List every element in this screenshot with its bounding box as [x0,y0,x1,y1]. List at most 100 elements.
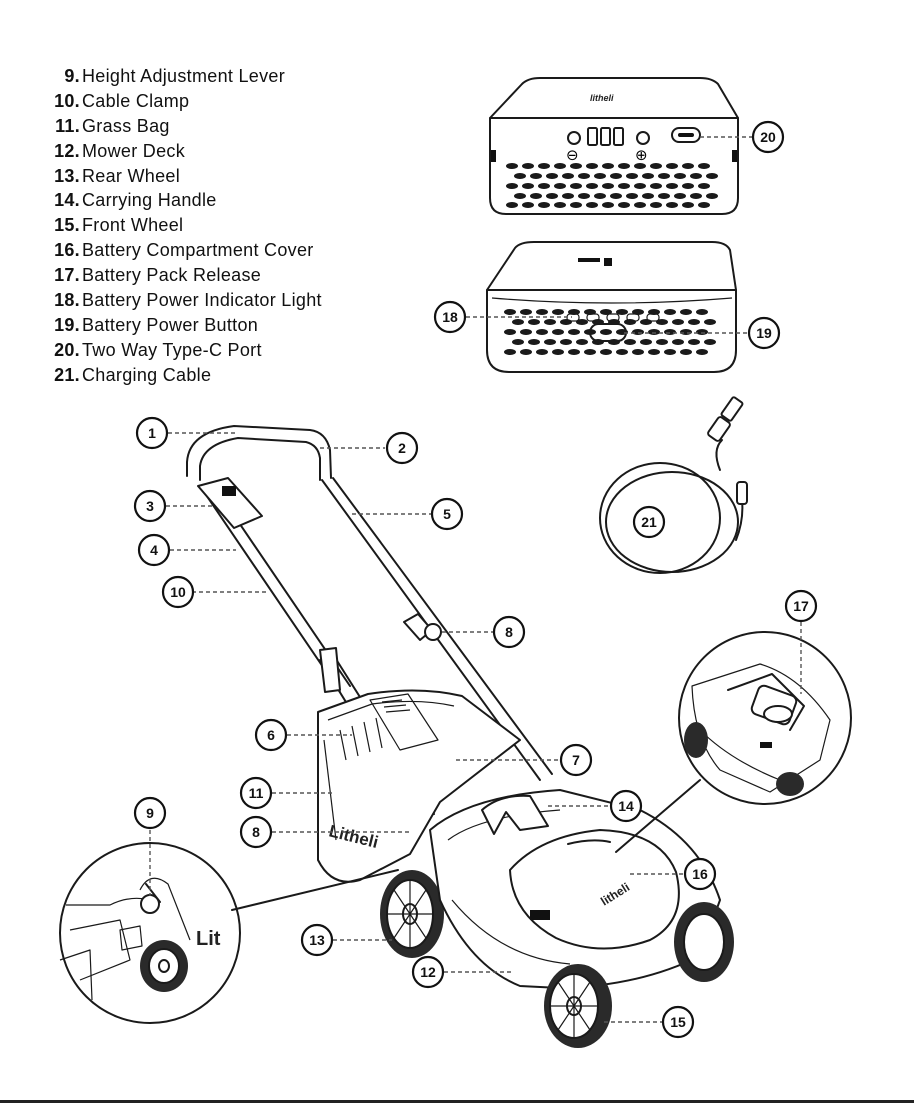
vent-slot [688,319,700,325]
vent-slot [552,349,564,355]
vent-slot [536,309,548,315]
vent-slot [602,202,614,208]
vent-slot [698,183,710,189]
legend-label: Rear Wheel [82,165,181,186]
vent-slot [632,329,644,335]
callout-20: 20 [751,120,785,154]
vent-slot [592,339,604,345]
vent-slot [568,309,580,315]
svg-text:8: 8 [252,824,260,840]
vent-slot [696,329,708,335]
callout-11: 11 [239,776,273,810]
vent-slot [506,163,518,169]
plus-button-icon [636,131,650,145]
callout-7: 7 [559,743,593,777]
legend-number: 10. [54,90,80,111]
vent-slot [616,309,628,315]
vent-slot [586,202,598,208]
vent-slot [584,349,596,355]
svg-text:11: 11 [249,785,264,801]
svg-text:14: 14 [618,798,634,814]
svg-text:2: 2 [398,440,406,456]
type-c-port-icon [671,127,701,143]
vent-slot [682,183,694,189]
vent-slot [640,319,652,325]
vent-slot [704,339,716,345]
legend-label: Two Way Type-C Port [82,339,262,360]
vent-slot [584,329,596,335]
callout-3: 3 [133,489,167,523]
lawn-mower: Litheli litheli [186,425,734,1048]
vent-slot [618,183,630,189]
vent-slot [600,349,612,355]
vent-slot [648,349,660,355]
vent-slot [616,349,628,355]
vent-slot [570,163,582,169]
vent-slot [666,183,678,189]
vent-slot [584,309,596,315]
svg-text:19: 19 [756,325,772,341]
legend-number: 21. [54,364,80,385]
vent-slot [506,202,518,208]
vent-slot [522,202,534,208]
legend-label: Charging Cable [82,364,212,385]
svg-text:6: 6 [267,727,275,743]
legend-number: 19. [54,314,80,335]
vent-slot [594,193,606,199]
legend-label: Height Adjustment Lever [82,66,286,86]
svg-text:12: 12 [420,964,436,980]
vent-slot [504,349,516,355]
svg-text:15: 15 [670,1014,686,1030]
svg-text:7: 7 [572,752,580,768]
legend-number: 16. [54,240,80,261]
vent-slot [554,163,566,169]
vent-slot [562,173,574,179]
vent-slot [568,349,580,355]
rear-wheel [380,870,444,958]
legend-label: Battery Power Indicator Light [82,290,322,311]
vent-slot [680,349,692,355]
vent-slot [706,193,718,199]
vent-slot [674,173,686,179]
legend-number: 12. [54,140,80,161]
vent-slot [682,163,694,169]
vent-slot [536,349,548,355]
legend-label: Grass Bag [82,115,170,136]
vent-slot [570,183,582,189]
vent-slot [642,193,654,199]
callout-18: 18 [433,300,467,334]
vent-grille [506,163,718,208]
callout-2: 2 [385,431,419,465]
plus-symbol: ⊕ [635,146,648,164]
svg-text:8: 8 [505,624,513,640]
minus-symbol: ⊖ [566,146,579,164]
vent-slot [690,193,702,199]
legend-label: Battery Compartment Cover [82,240,314,261]
legend-item: 12.Mower Deck [46,139,322,164]
callout-17: 17 [784,589,818,623]
vent-slot [674,193,686,199]
vent-slot [570,202,582,208]
vent-slot [520,329,532,335]
vent-slot [536,329,548,335]
legend-number: 13. [54,165,80,186]
vent-slot [618,163,630,169]
legend-label: Cable Clamp [82,90,190,111]
legend-number: 18. [54,290,80,311]
vent-slot [698,202,710,208]
svg-text:10: 10 [170,584,186,600]
svg-text:1: 1 [148,425,156,441]
callout-6: 6 [254,718,288,752]
front-wheel [544,964,612,1048]
callout-21: 21 [632,505,666,539]
svg-text:9: 9 [146,805,154,821]
svg-text:4: 4 [150,542,158,558]
vent-slot [658,173,670,179]
vent-slot [650,163,662,169]
vent-slot [544,319,556,325]
vent-slot [560,319,572,325]
vent-slot [546,173,558,179]
legend-label: Mower Deck [82,140,186,161]
vent-slot [530,193,542,199]
inset-height-adjustment: Lit [59,842,241,1024]
